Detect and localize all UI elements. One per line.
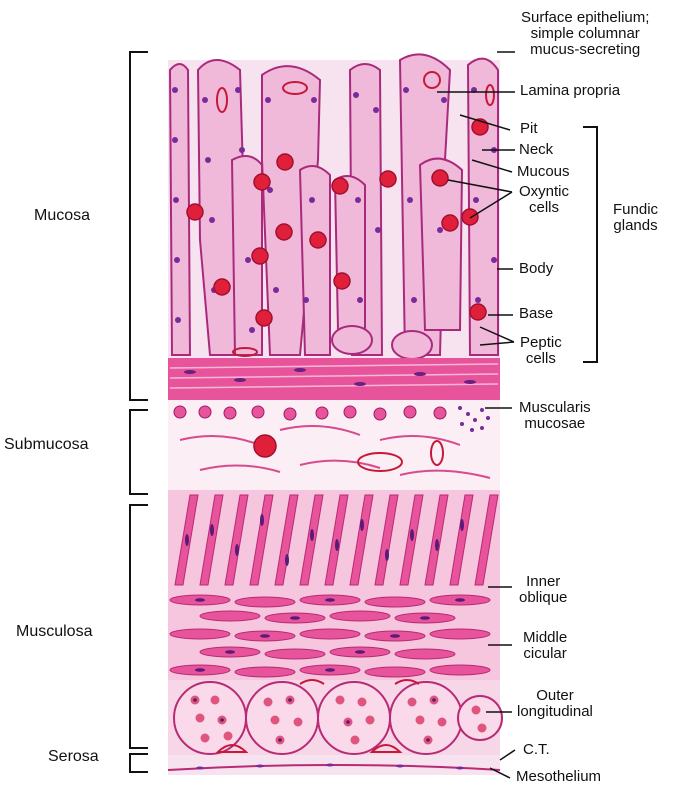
neck-label: Neck — [519, 142, 553, 158]
mesothelium-label: Mesothelium — [516, 769, 601, 785]
body-label: Body — [519, 261, 553, 277]
mucosa-tissue — [168, 54, 500, 360]
mucous-label: Mucous — [517, 164, 570, 180]
musculosa-label: Musculosa — [16, 624, 92, 640]
muscularis-mucosae-label: Muscularis mucosae — [519, 400, 591, 432]
inner-oblique-layer — [168, 490, 500, 590]
inner-oblique-label: Inner oblique — [519, 574, 567, 606]
middle-circular-label: Middle cicular — [523, 630, 567, 662]
submucosa-tissue — [168, 400, 500, 490]
submucosa-label: Submucosa — [4, 437, 89, 453]
middle-circular-layer — [168, 590, 500, 680]
outer-longitudinal-layer — [168, 680, 502, 755]
surface-epithelium-label: Surface epithelium; simple columnar mucu… — [521, 10, 649, 58]
peptic-cells-label: Peptic cells — [520, 335, 562, 367]
mucosa-label: Mucosa — [34, 208, 90, 224]
serosa-layer — [168, 755, 500, 775]
left-brackets — [130, 52, 148, 772]
muscularis-mucosae-band — [168, 358, 500, 400]
base-label: Base — [519, 306, 553, 322]
outer-longitudinal-label: Outer longitudinal — [517, 688, 593, 720]
ct-label: C.T. — [523, 742, 550, 758]
fundic-glands-label: Fundic glands — [613, 202, 658, 234]
oxyntic-cells-label: Oxyntic cells — [519, 184, 569, 216]
lamina-propria-label: Lamina propria — [520, 83, 620, 99]
serosa-label: Serosa — [48, 749, 99, 765]
pit-label: Pit — [520, 121, 538, 137]
fundic-glands-bracket — [583, 127, 597, 362]
